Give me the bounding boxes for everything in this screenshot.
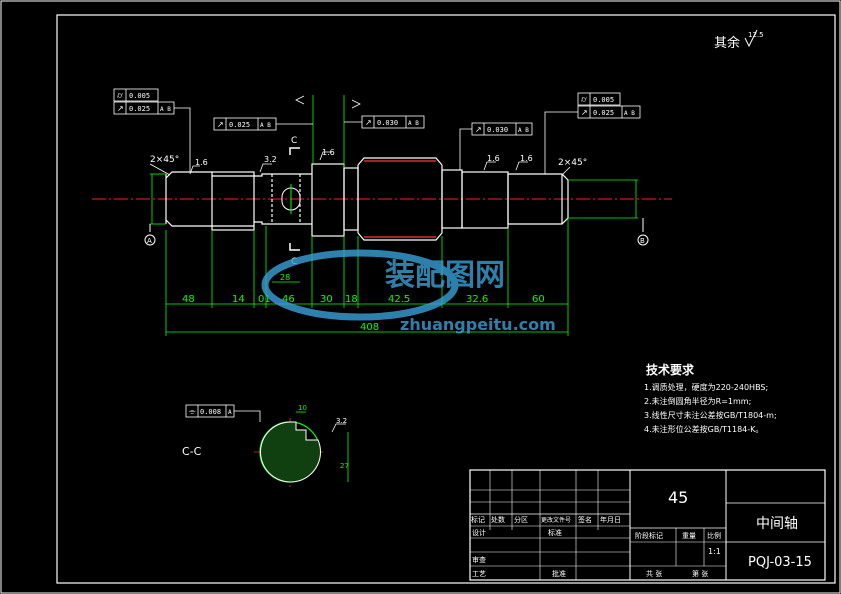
- dim-keyway-length: 28: [280, 273, 290, 282]
- dim-60: 60: [532, 294, 545, 305]
- tb-review: 审查: [472, 555, 486, 564]
- tech-item-2: 2.未注倒圆角半径为R=1mm;: [644, 396, 751, 406]
- svg-text:⌯: ⌯: [189, 407, 196, 416]
- dimension-lines: [165, 218, 569, 336]
- gdt-right-ref: A B: [624, 110, 635, 117]
- title-block: 45 中间轴 PQJ-03-15 1:1 标记 处数 分区 更改文件号 签名 年…: [469, 469, 826, 581]
- roughness-mark-1: 1.6: [195, 158, 208, 167]
- shoulder-roughness: [295, 95, 361, 168]
- roughness-marks: 1.6 3.2 1.6 1.6 1.6: [189, 148, 533, 175]
- dim-42-5: 42.5: [388, 294, 410, 305]
- roughness-mark-3: 1.6: [322, 148, 335, 157]
- gdt-mid: ↗ 0.030 A B: [344, 115, 425, 129]
- tech-requirements: 技术要求 1.调质处理，硬度为220-240HBS; 2.未注倒圆角半径为R=1…: [644, 362, 777, 434]
- tech-item-3: 3.线性尺寸未注公差按GB/T1804-m;: [644, 410, 777, 420]
- tb-stage: 阶段标记: [635, 531, 663, 540]
- section-mark-top: C: [291, 136, 297, 146]
- svg-text:↗: ↗: [117, 104, 124, 113]
- gdt-shoulder-ref: A B: [260, 122, 271, 129]
- dim-46: 46: [282, 294, 295, 305]
- keyway-shaft: [281, 184, 301, 214]
- drawing-number: PQJ-03-15: [748, 555, 812, 570]
- watermark-url: zhuangpeitu.com: [400, 315, 556, 334]
- tb-ratio: 比例: [707, 531, 721, 540]
- gdt-mid-right-runout: 0.030: [487, 126, 508, 134]
- chamfer-right: 2×45°: [558, 158, 587, 168]
- gear-teeth-highlight: [364, 160, 436, 238]
- roughness-note: 其余: [714, 35, 740, 51]
- dim-14: 14: [232, 294, 245, 305]
- svg-text:↗: ↗: [217, 120, 224, 129]
- tb-sheet: 第 张: [692, 569, 708, 578]
- tb-design: 设计: [472, 528, 486, 537]
- gdt-mid-runout: 0.030: [377, 119, 398, 127]
- gdt-left-ref: A B: [160, 106, 171, 113]
- dim-48: 48: [182, 294, 195, 305]
- svg-text:⌭: ⌭: [581, 95, 587, 104]
- watermark-cn: 装配图网: [385, 258, 505, 293]
- dim-keyway-depth: 27: [340, 462, 349, 470]
- gdt-mid-ref: A B: [408, 120, 419, 127]
- material: 45: [668, 488, 688, 507]
- datum-a-label: A: [147, 237, 152, 245]
- datum-b-label: B: [640, 237, 645, 245]
- tb-approve: 批准: [552, 569, 566, 578]
- tb-label-mark: 标记: [471, 515, 485, 524]
- roughness-mark-6: 3.2: [336, 417, 347, 425]
- tb-process: 工艺: [472, 570, 486, 578]
- dim-32-6: 32.6: [466, 294, 488, 305]
- gdt-right-runout: 0.005: [593, 96, 614, 104]
- gdt-shoulder-runout: 0.025: [229, 121, 250, 129]
- tb-label-zone: 分区: [514, 515, 528, 524]
- tb-standard: 标准: [548, 528, 562, 537]
- roughness-mark-2: 3.2: [264, 155, 277, 164]
- left-end: A: [144, 173, 166, 246]
- roughness-mark-4: 1.6: [487, 154, 500, 163]
- svg-text:↗: ↗: [475, 125, 482, 134]
- roughness-symbol: 12.5: [744, 29, 764, 48]
- gdt-right-cyl: 0.025: [593, 109, 614, 117]
- inner-frame: [56, 14, 836, 584]
- gdt-left: ⌭ 0.005 ↗ 0.025 A B: [113, 88, 191, 172]
- section-label: C-C: [182, 445, 202, 458]
- tech-item-1: 1.调质处理，硬度为220-240HBS;: [644, 382, 768, 392]
- gdt-mid-right-ref: A B: [518, 127, 529, 134]
- tb-label-date: 年月日: [600, 515, 621, 524]
- roughness-value: 12.5: [748, 31, 764, 39]
- svg-text:↗: ↗: [581, 108, 588, 117]
- dim-30: 30: [320, 294, 333, 305]
- shaft-outline: [165, 157, 569, 241]
- svg-text:↗: ↗: [365, 118, 372, 127]
- dimension-texts: 48 14 01 46 30 18 42.5 32.6 60 408 28: [182, 273, 545, 333]
- gdt-keyway-sym: 0.008: [200, 408, 221, 416]
- gdt-left-runout: 0.005: [129, 92, 150, 100]
- tb-label-count: 处数: [491, 515, 505, 524]
- right-end: B: [568, 179, 649, 246]
- dim-408: 408: [360, 322, 379, 333]
- tech-title: 技术要求: [646, 362, 695, 377]
- scale: 1:1: [708, 547, 721, 556]
- chamfer-left: 2×45°: [150, 155, 179, 165]
- gdt-right: ⌭ 0.005 ↗ 0.025 A B: [544, 92, 641, 174]
- tb-label-sign: 签名: [578, 515, 592, 524]
- gdt-left-cyl: 0.025: [129, 105, 150, 113]
- section-view: C-C ⌯ 0.008 A 10 27 3.2: [182, 404, 349, 488]
- gdt-mid-right: ↗ 0.030 A B: [459, 122, 533, 170]
- gdt-keyway-ref: A: [228, 409, 232, 416]
- dim-18: 18: [345, 294, 358, 305]
- tech-item-4: 4.未注形位公差按GB/T1184-K。: [644, 424, 763, 434]
- tb-weight: 重量: [682, 532, 696, 540]
- tb-label-change: 更改文件号: [541, 516, 571, 524]
- svg-text:⌭: ⌭: [117, 91, 123, 100]
- watermark: 装配图网 zhuangpeitu.com: [261, 249, 556, 334]
- tb-sheets: 共 张: [646, 569, 662, 578]
- part-name: 中间轴: [756, 516, 798, 532]
- dim-01: 01: [258, 294, 271, 305]
- gdt-shoulder: ↗ 0.025 A B: [213, 117, 313, 131]
- dim-keyway-width: 10: [298, 404, 307, 412]
- roughness-mark-5: 1.6: [520, 154, 533, 163]
